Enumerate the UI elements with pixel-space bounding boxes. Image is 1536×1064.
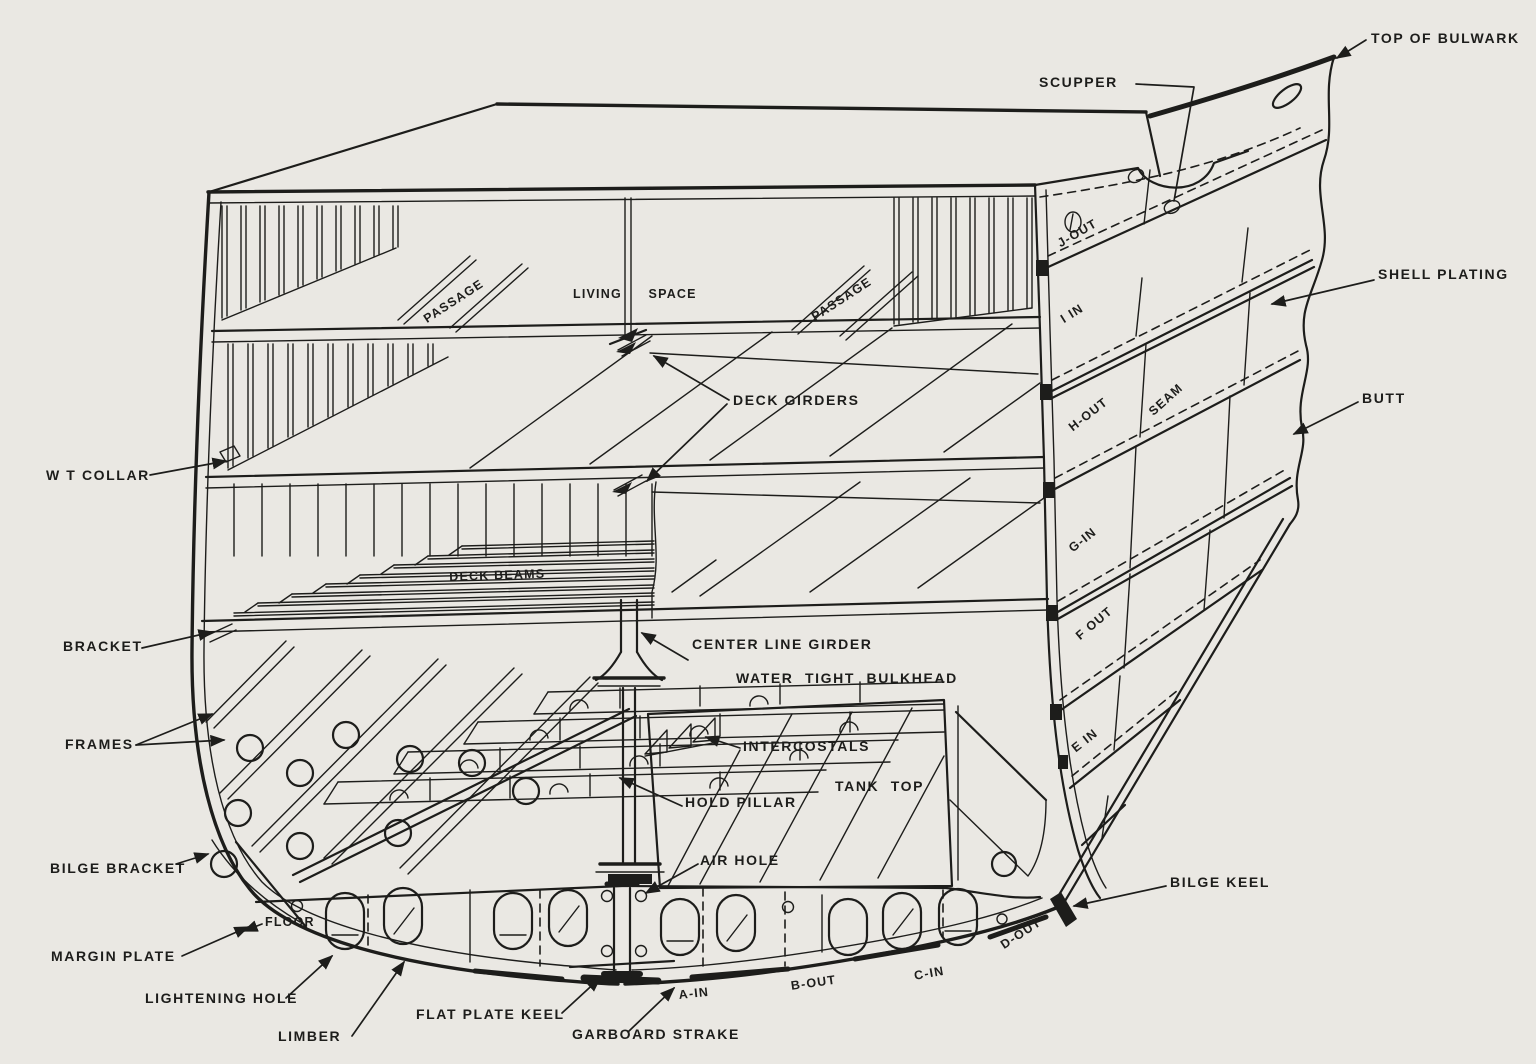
label-water-tight-bulkhead: WATER TIGHT BULKHEAD [736,670,958,686]
label-bilge-keel: BILGE KEEL [1170,874,1271,890]
label-bilge-bracket: BILGE BRACKET [50,860,186,876]
label-floor: FLOOR [265,915,315,929]
label-air-hole: AIR HOLE [700,852,780,868]
label-wt-collar: W T COLLAR [46,467,150,483]
label-scupper: SCUPPER [1039,74,1118,90]
label-center-line-girder: CENTER LINE GIRDER [692,636,873,652]
label-deck-girders: DECK GIRDERS [733,392,860,408]
label-garboard-strake: GARBOARD STRAKE [572,1026,740,1042]
label-bracket: BRACKET [63,638,143,654]
label-tank-top: TANK TOP [835,778,925,794]
label-margin-plate: MARGIN PLATE [51,948,176,964]
label-shell-plating: SHELL PLATING [1378,266,1509,282]
label-intercostals: INTERCOSTALS [743,738,871,754]
label-limber: LIMBER [278,1028,342,1044]
label-flat-plate-keel: FLAT PLATE KEEL [416,1006,565,1022]
label-hold-pillar: HOLD PILLAR [685,794,797,810]
label-frames: FRAMES [65,736,134,752]
label-lightening-hole: LIGHTENING HOLE [145,990,299,1006]
label-top-of-bulwark: TOP OF BULWARK [1371,30,1520,46]
label-living-space: LIVING SPACE [573,287,697,301]
label-butt: BUTT [1362,390,1406,406]
